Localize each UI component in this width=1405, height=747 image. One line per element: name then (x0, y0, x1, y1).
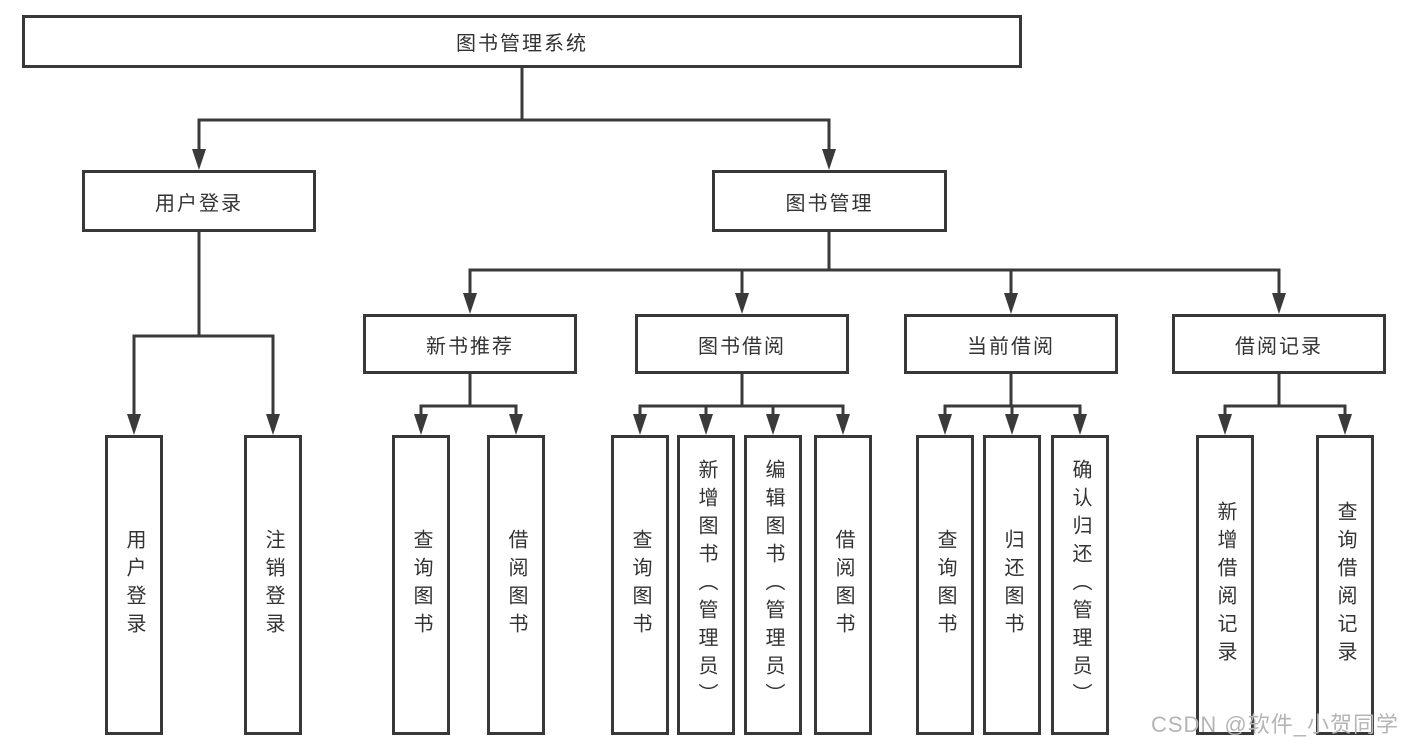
leaf-node-query-books-recommend: 查询图书 (392, 435, 450, 735)
arrowhead-icon (192, 149, 206, 170)
csdn-watermark: CSDN @软件_小贺同学 (1150, 712, 1399, 737)
node-root-system: 图书管理系统 (22, 15, 1022, 68)
connector-new-book-recommend-branch (414, 374, 523, 435)
node-borrow-record: 借阅记录 (1172, 314, 1386, 374)
node-label: 借阅记录 (1235, 335, 1323, 358)
arrowhead-icon (699, 414, 713, 435)
node-label: 当前借阅 (967, 335, 1055, 358)
node-label: 归还图书 (1001, 529, 1023, 641)
connector-book-management-branch (463, 232, 1286, 314)
leaf-node-borrow-books-recommend: 借阅图书 (487, 435, 545, 735)
leaf-node-add-borrow-record: 新增借阅记录 (1196, 435, 1254, 735)
connector-book-borrow-branch (633, 374, 850, 435)
node-label: 查询图书 (629, 529, 651, 641)
arrowhead-icon (509, 414, 523, 435)
leaf-node-add-books-admin: 新增图书（管理员） (677, 435, 735, 735)
leaf-node-user-login: 用户登录 (105, 435, 163, 735)
node-label: 图书管理系统 (456, 33, 588, 55)
node-label: 用户登录 (155, 192, 243, 215)
arrowhead-icon (463, 293, 477, 314)
arrowhead-icon (1218, 414, 1232, 435)
connector-borrow-record-branch (1218, 374, 1352, 435)
node-label: 新书推荐 (426, 335, 514, 358)
node-label: 查询借阅记录 (1334, 501, 1356, 669)
node-label: 图书管理 (785, 192, 874, 215)
arrowhead-icon (1338, 414, 1352, 435)
arrowhead-icon (1004, 293, 1018, 314)
leaf-node-logout: 注销登录 (244, 435, 302, 735)
arrowhead-icon (766, 414, 780, 435)
arrowhead-icon (1272, 293, 1286, 314)
arrowhead-icon (1073, 414, 1087, 435)
node-label: 编辑图书（管理员） (762, 459, 784, 711)
arrowhead-icon (836, 414, 850, 435)
leaf-node-edit-books-admin: 编辑图书（管理员） (744, 435, 802, 735)
leaf-node-confirm-return-admin: 确认归还（管理员） (1051, 435, 1109, 735)
connector-user-login-branch (127, 232, 280, 435)
node-current-borrow: 当前借阅 (904, 314, 1118, 374)
leaf-node-query-books-borrow: 查询图书 (611, 435, 669, 735)
arrowhead-icon (822, 149, 836, 170)
node-label: 用户登录 (123, 529, 145, 641)
leaf-node-return-books: 归还图书 (983, 435, 1041, 735)
node-label: 确认归还（管理员） (1069, 459, 1091, 711)
node-label: 借阅图书 (832, 529, 854, 641)
node-label: 新增借阅记录 (1214, 501, 1236, 669)
arrowhead-icon (266, 414, 280, 435)
arrowhead-icon (127, 414, 141, 435)
connector-root-to-level2 (192, 68, 836, 170)
node-book-management: 图书管理 (712, 170, 947, 232)
arrowhead-icon (414, 414, 428, 435)
node-label: 图书借阅 (698, 335, 786, 358)
leaf-node-query-borrow-record: 查询借阅记录 (1316, 435, 1374, 735)
node-book-borrow: 图书借阅 (635, 314, 849, 374)
node-user-login: 用户登录 (82, 170, 316, 232)
arrowhead-icon (735, 293, 749, 314)
node-label: 新增图书（管理员） (695, 459, 717, 711)
node-label: 查询图书 (410, 529, 432, 641)
arrowhead-icon (1005, 414, 1019, 435)
leaf-node-query-books-current: 查询图书 (916, 435, 974, 735)
arrowhead-icon (938, 414, 952, 435)
node-label: 借阅图书 (505, 529, 527, 641)
node-new-book-recommend: 新书推荐 (363, 314, 577, 374)
leaf-node-borrow-books: 借阅图书 (814, 435, 872, 735)
arrowhead-icon (633, 414, 647, 435)
node-label: 查询图书 (934, 529, 956, 641)
connector-current-borrow-branch (938, 374, 1087, 435)
node-label: 注销登录 (262, 529, 284, 641)
